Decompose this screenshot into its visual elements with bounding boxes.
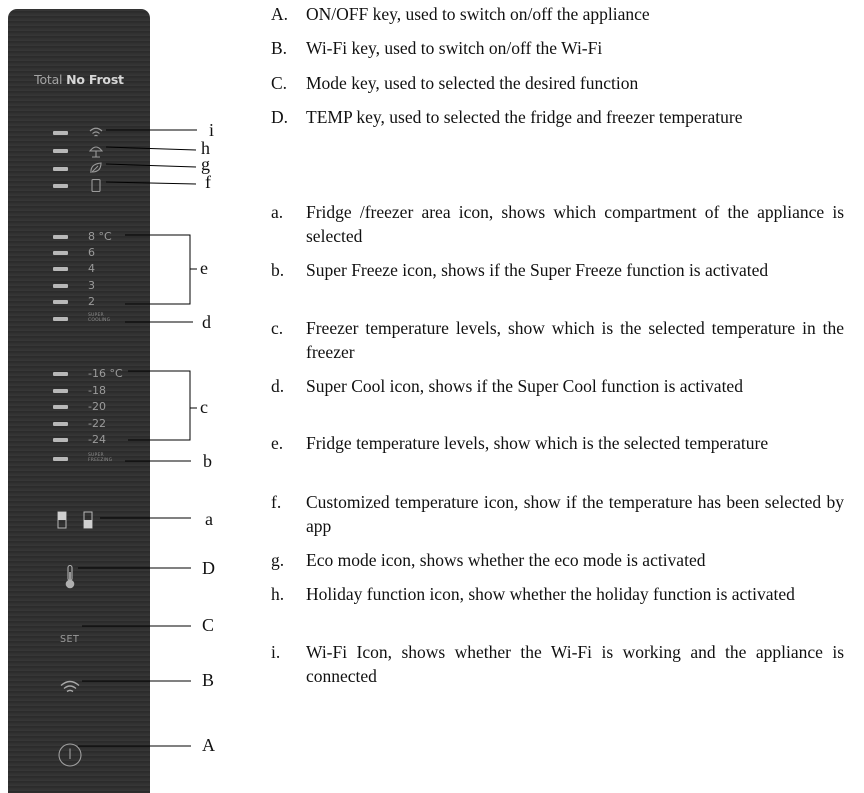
label-h: h <box>201 138 210 158</box>
legend-key: b. <box>271 260 285 280</box>
bracket-fridge-levels <box>125 234 191 305</box>
control-panel: Total No Frost 8 °C 6 4 3 2 SUPER COOLIN… <box>8 9 150 793</box>
freezer-led-5 <box>53 438 68 442</box>
fridge-led-4 <box>53 284 68 288</box>
label-B: B <box>202 670 215 690</box>
legend-key: A. <box>271 4 289 24</box>
legend-key: a. <box>271 202 284 222</box>
wifi-key[interactable] <box>59 679 81 696</box>
legend-text: Super Cool icon, shows if the Super Cool… <box>306 376 743 396</box>
label-c: c <box>200 397 208 417</box>
thermometer-icon <box>65 564 75 589</box>
legend-key: h. <box>271 584 285 604</box>
label-D: D <box>202 558 215 578</box>
freezer-led-4 <box>53 422 68 426</box>
label-g: g <box>201 154 210 174</box>
fridge-level-3: 3 <box>88 279 95 292</box>
brand-bold: No Frost <box>66 72 124 87</box>
legend-key: e. <box>271 433 284 453</box>
leader-line-g <box>105 163 197 168</box>
fridge-level-4: 4 <box>88 262 95 275</box>
super-freezing-line-2: FREEZING <box>88 458 113 463</box>
legend-text: TEMP key, used to selected the fridge an… <box>306 107 743 127</box>
legend-key: g. <box>271 550 285 570</box>
fridge-level-6: 6 <box>88 246 95 259</box>
super-cooling-text: SUPER COOLING <box>88 313 110 323</box>
label-a: a <box>205 509 213 529</box>
legend-text: Freezer temperature levels, show which i… <box>306 318 844 362</box>
fridge-area-icon <box>57 511 67 529</box>
label-f: f <box>205 172 211 192</box>
label-C: C <box>202 615 215 635</box>
legend-key: B. <box>271 38 288 58</box>
wifi-key-icon <box>60 680 80 693</box>
fridge-level-2: 2 <box>88 295 95 308</box>
legend-text: Fridge /freezer area icon, shows which c… <box>306 202 844 246</box>
legend-key: f. <box>271 492 282 512</box>
legend-key: i. <box>271 642 281 662</box>
super-freezing-led <box>53 457 68 461</box>
freezer-level-16: -16 °C <box>88 367 123 380</box>
freezer-led-2 <box>53 389 68 393</box>
legend-text: Super Freeze icon, shows if the Super Fr… <box>306 260 769 280</box>
legend-text: Fridge temperature levels, show which is… <box>306 433 769 453</box>
leader-line-f <box>105 181 197 185</box>
label-b: b <box>203 451 212 471</box>
fridge-led-3 <box>53 267 68 271</box>
panel-brand-title: Total No Frost <box>8 72 150 87</box>
freezer-level-18: -18 <box>88 384 106 397</box>
freezer-level-22: -22 <box>88 417 106 430</box>
super-cooling-line-1: SUPER <box>88 313 104 318</box>
mode-key-set[interactable]: SET <box>60 634 80 645</box>
eco-icon <box>90 162 102 174</box>
freezer-area-icon <box>83 511 93 529</box>
temp-key[interactable] <box>63 564 77 590</box>
label-d: d <box>202 312 211 332</box>
super-cooling-line-2: COOLING <box>88 318 111 323</box>
super-freezing-text: SUPER FREEZING <box>88 453 112 463</box>
leader-line-h <box>105 146 197 151</box>
freezer-led-3 <box>53 405 68 409</box>
power-icon <box>58 743 82 767</box>
label-e: e <box>200 258 208 278</box>
indicator-led-wifi <box>53 131 68 135</box>
legend-text: Eco mode icon, shows whether the eco mod… <box>306 550 706 570</box>
customized-temperature-icon <box>91 178 101 193</box>
indicator-led-customized <box>53 184 68 188</box>
fridge-led-2 <box>53 251 68 255</box>
legend-text: Wi-Fi key, used to switch on/off the Wi-… <box>306 38 603 58</box>
legend-key: D. <box>271 107 289 127</box>
legend-key: c. <box>271 318 284 338</box>
legend-key: C. <box>271 73 288 93</box>
label-i: i <box>209 120 215 140</box>
holiday-icon <box>88 146 104 158</box>
super-freezing-line-1: SUPER <box>88 453 104 458</box>
fridge-led-5 <box>53 300 68 304</box>
fridge-led-1 <box>53 235 68 239</box>
brand-light: Total <box>34 72 63 87</box>
legend-text: Mode key, used to selected the desired f… <box>306 73 639 93</box>
fridge-level-8: 8 °C <box>88 230 112 243</box>
label-A: A <box>202 735 215 755</box>
freezer-led-1 <box>53 372 68 376</box>
power-key[interactable] <box>57 742 83 768</box>
freezer-level-20: -20 <box>88 400 106 413</box>
legend-key: d. <box>271 376 285 396</box>
freezer-level-24: -24 <box>88 433 106 446</box>
bracket-freezer-levels <box>128 370 191 441</box>
super-cool-led <box>53 317 68 321</box>
legend-text: Holiday function icon, show whether the … <box>306 584 795 604</box>
legend-text: Wi-Fi Icon, shows whether the Wi-Fi is w… <box>306 642 844 686</box>
legend-text: ON/OFF key, used to switch on/off the ap… <box>306 4 650 24</box>
indicator-led-holiday <box>53 149 68 153</box>
legend-text: Customized temperature icon, show if the… <box>306 492 844 536</box>
indicator-led-eco <box>53 167 68 171</box>
wifi-icon <box>89 127 103 137</box>
